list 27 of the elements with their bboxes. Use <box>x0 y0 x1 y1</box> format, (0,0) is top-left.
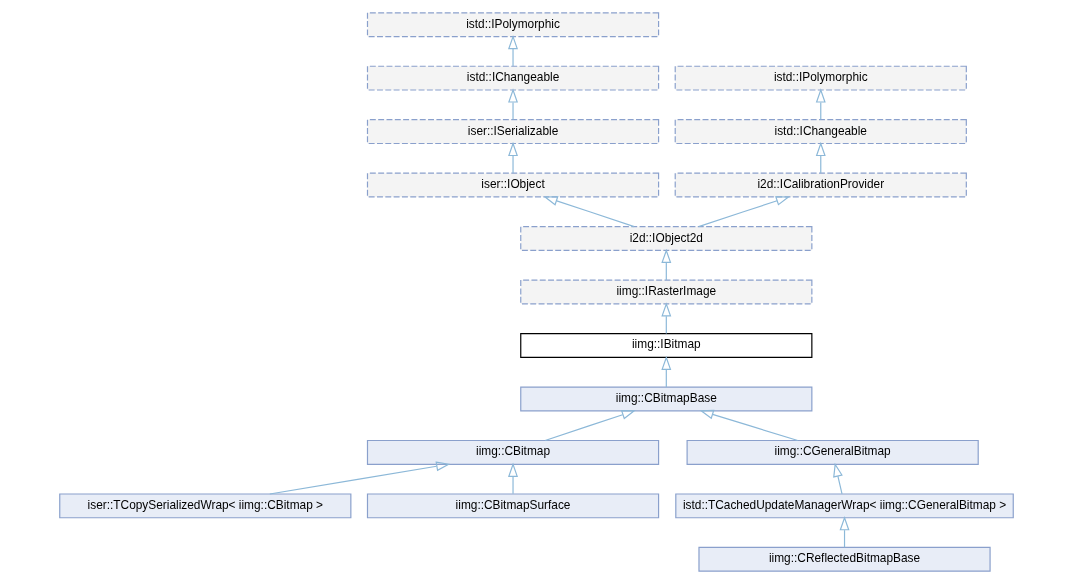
arrow <box>508 88 519 121</box>
node-box: istd::IPolymorphic <box>674 65 967 91</box>
arrow <box>508 141 519 174</box>
arrow <box>833 462 843 495</box>
node-box: iimg::IBitmap <box>520 333 813 358</box>
node-box: iimg::CReflectedBitmapBase <box>698 546 991 572</box>
node-box: iimg::CBitmapBase <box>520 386 813 412</box>
node-box: iimg::CGeneralBitmap <box>686 439 979 465</box>
node-box: istd::IChangeable <box>674 119 967 145</box>
arrow <box>699 409 799 442</box>
arrow <box>543 196 635 228</box>
node-box: iser::IObject <box>366 172 660 198</box>
node-box: iimg::CBitmapSurface <box>366 493 660 519</box>
node-box: i2d::IObject2d <box>520 226 813 251</box>
arrow <box>508 34 519 67</box>
node-box: i2d::ICalibrationProvider <box>674 172 967 198</box>
node-box: iimg::IRasterImage <box>520 279 813 305</box>
node-box: iser::TCopySerializedWrap< iimg::CBitmap > <box>59 493 352 519</box>
arrow <box>508 462 519 495</box>
node-box: iser::ISerializable <box>366 119 660 145</box>
arrow <box>544 410 636 442</box>
node-box: istd::IPolymorphic <box>366 12 660 38</box>
node-box: istd::IChangeable <box>366 65 660 91</box>
arrow <box>269 461 451 495</box>
arrow <box>698 196 791 228</box>
node-box: iimg::CBitmap <box>366 439 660 465</box>
node-box: istd::TCachedUpdateManagerWrap< iimg::CGeneralBitmap > <box>675 493 1014 519</box>
